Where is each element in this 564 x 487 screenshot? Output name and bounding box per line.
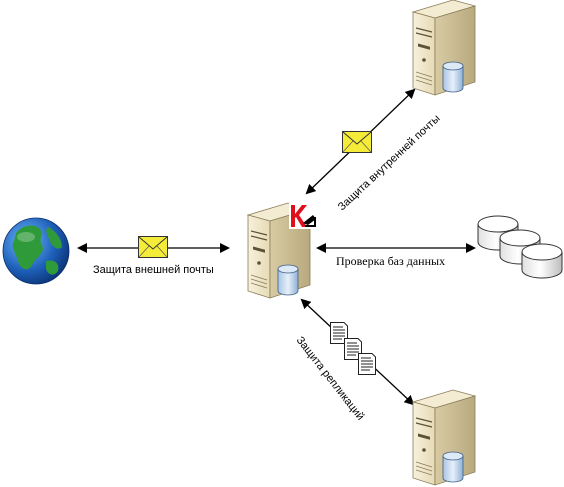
- documents-icon: [330, 322, 376, 375]
- server-icon: [412, 389, 476, 486]
- kaspersky-logo-icon: [289, 203, 317, 229]
- label-db-check: Проверка баз данных: [336, 254, 445, 268]
- label-internal-mail: Защита внутренней почты: [336, 112, 443, 213]
- envelope-icon: [342, 131, 372, 153]
- label-external-mail: Защита внешней почты: [93, 264, 214, 276]
- server-icon: [412, 0, 476, 96]
- database-icon: [477, 215, 563, 279]
- envelope-icon: [138, 236, 168, 258]
- globe-icon: [2, 217, 70, 285]
